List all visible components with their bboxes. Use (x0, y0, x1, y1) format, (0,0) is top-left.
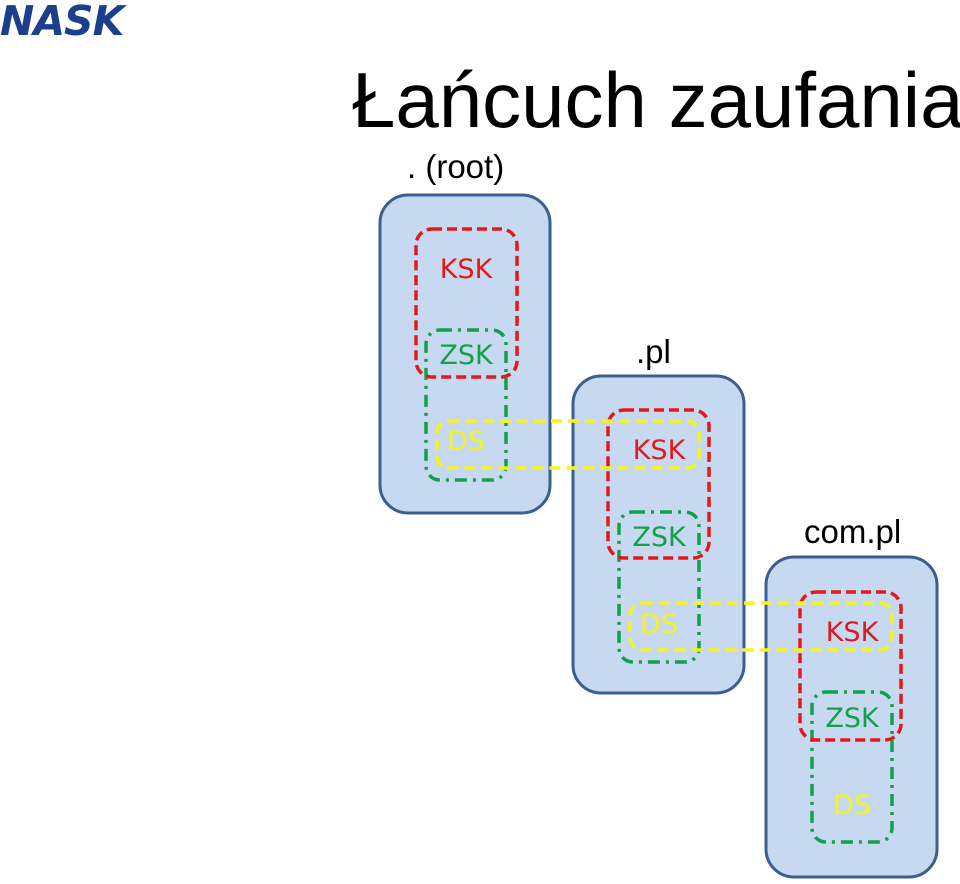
zsk-box-com-pl (810, 690, 894, 844)
zone-pl (571, 374, 746, 695)
nask-logo: NASK (0, 0, 129, 40)
zsk-label-com-pl: ZSK (825, 703, 880, 734)
zsk-label-pl: ZSK (632, 522, 687, 553)
ds-link-root-to-pl (435, 419, 701, 470)
ds-label-com-pl: DS (833, 790, 871, 821)
nask-logo-text: NASK (0, 0, 128, 40)
zsk-box-pl (617, 510, 701, 664)
zone-label-pl: .pl (636, 333, 671, 370)
zsk-box-root (424, 328, 508, 482)
zone-label-com-pl: com.pl (804, 513, 902, 550)
zone-com-pl (764, 555, 939, 879)
ksk-label-pl: KSK (633, 435, 687, 466)
zsk-label-root: ZSK (439, 340, 494, 371)
ksk-box-root (414, 227, 519, 379)
page-title: Łańcuch zaufania (352, 56, 960, 144)
ksk-label-root: KSK (440, 254, 494, 285)
zone-label-root: . (root) (407, 148, 505, 185)
ds-label-root: DS (447, 426, 485, 457)
zone-pl-box (571, 374, 746, 695)
ksk-box-com-pl (798, 590, 903, 742)
zone-com-pl-box (764, 555, 939, 879)
ksk-box-pl (606, 408, 711, 560)
ds-label-pl: DS (640, 609, 678, 640)
ksk-label-com-pl: KSK (826, 617, 880, 648)
ds-link-pl-to-com-pl (628, 601, 894, 652)
